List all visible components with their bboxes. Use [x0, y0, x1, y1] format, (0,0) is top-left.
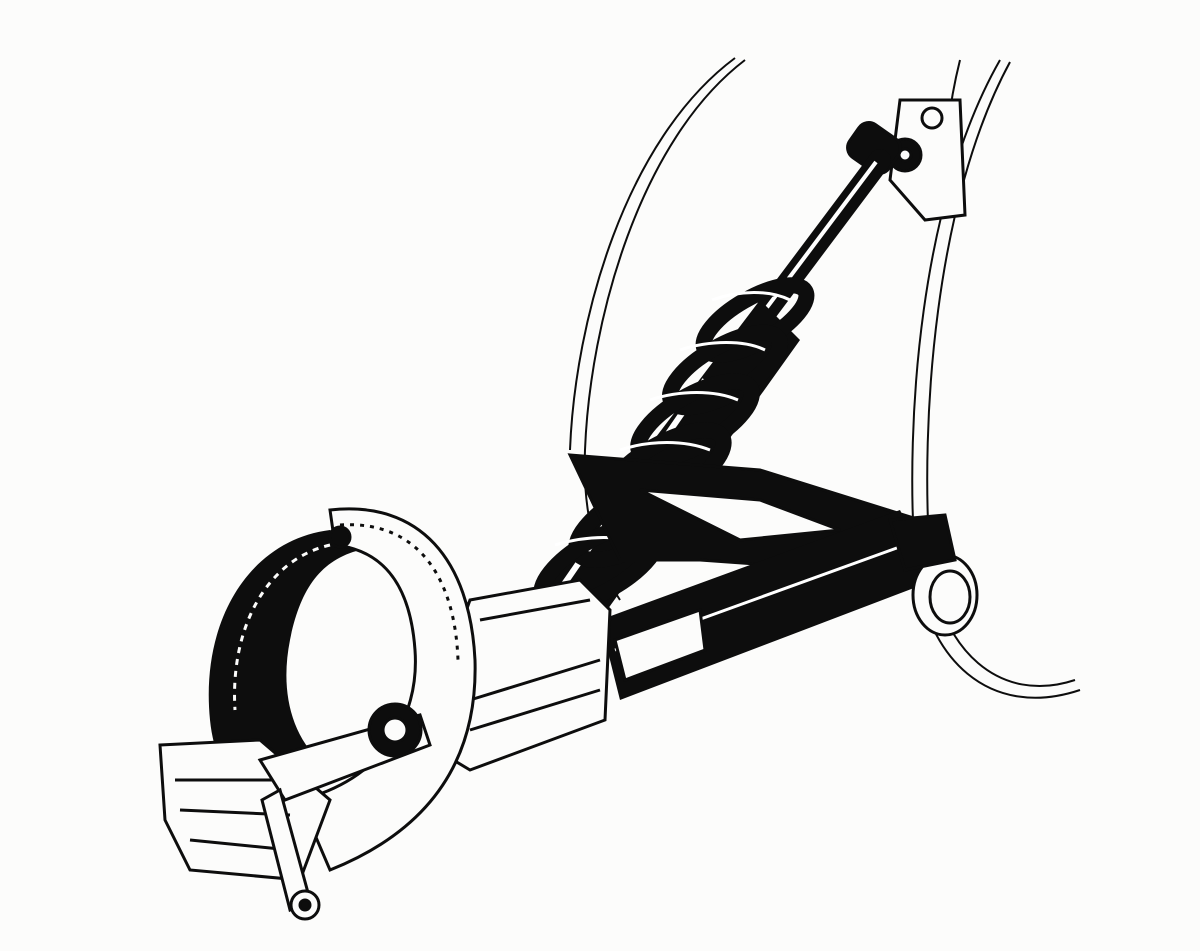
piston-rod	[749, 149, 891, 331]
hub-bearing	[888, 513, 979, 637]
halfshaft	[600, 510, 935, 700]
lower-link	[257, 525, 432, 921]
brake-disc	[297, 507, 477, 872]
